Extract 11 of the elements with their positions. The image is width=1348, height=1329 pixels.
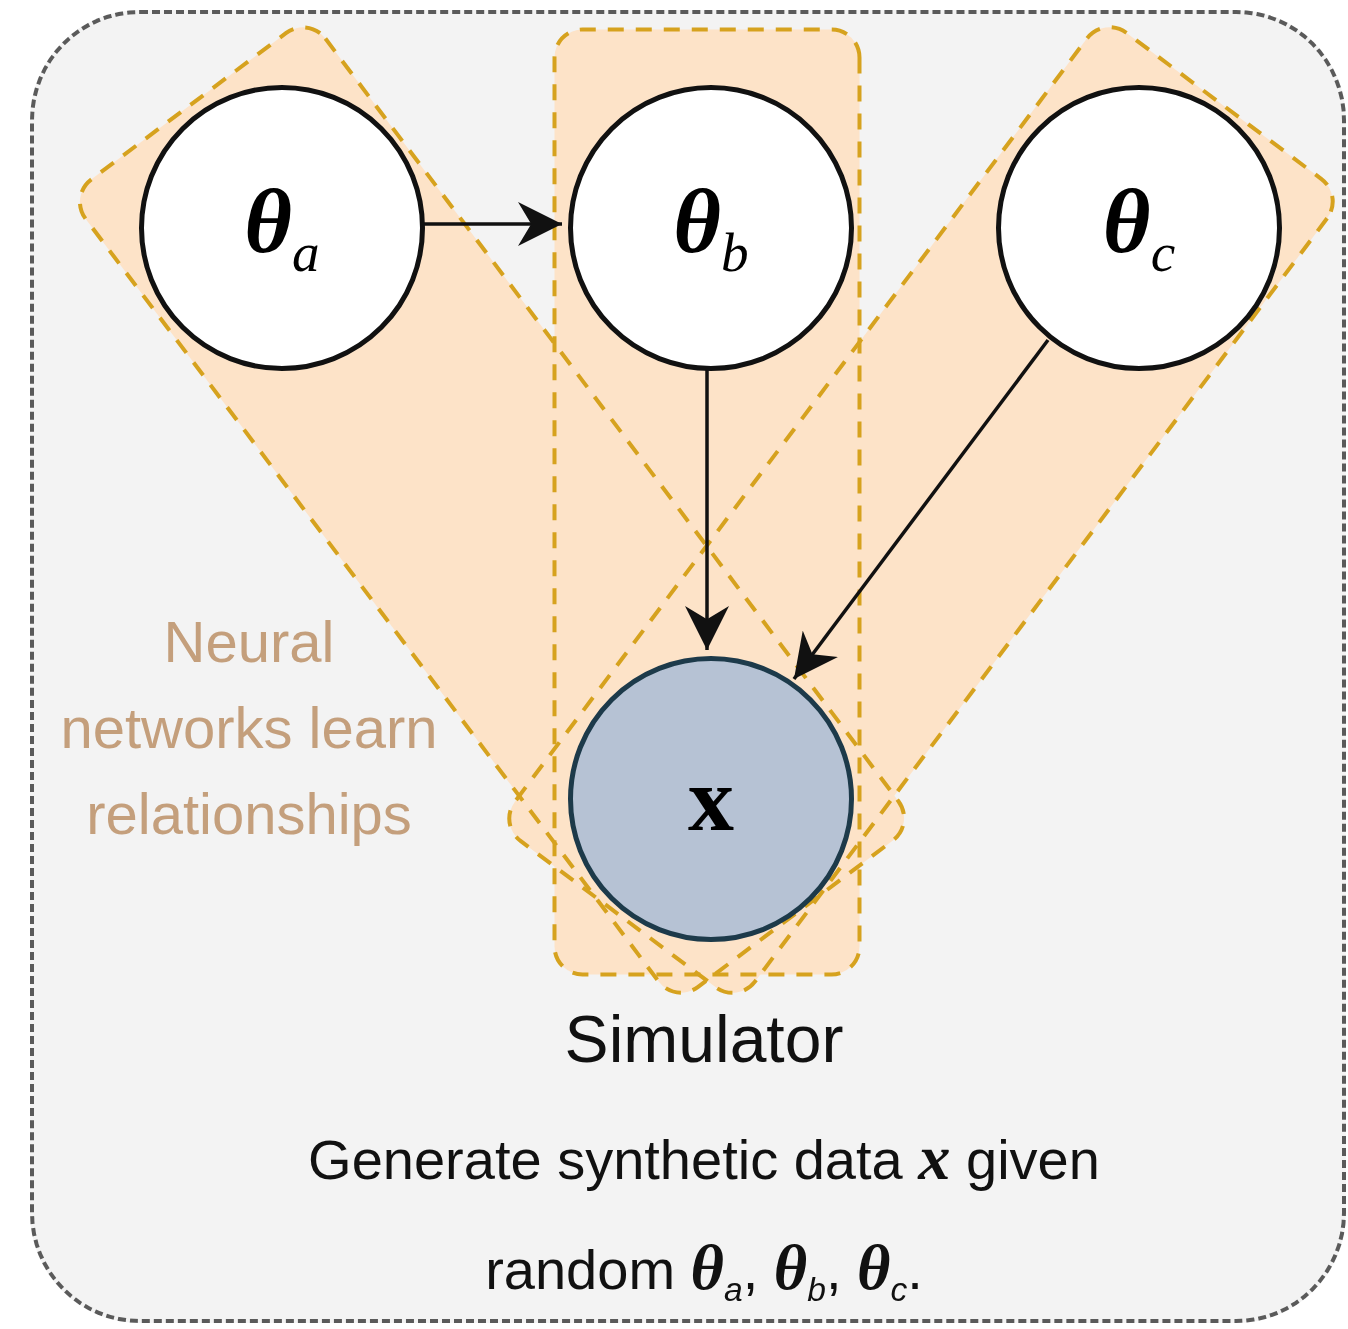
annotation-text: Neural networks learn relationships (59, 608, 439, 848)
description-text: Generate synthetic data x given random θ$_{a}$, θ$_{b}$, θ$_{c}$. (307, 1121, 1101, 1311)
arrow (685, 369, 729, 650)
simulator-heading: Simulator (563, 1001, 845, 1078)
arrow (423, 202, 562, 246)
variable-symbol: x (688, 753, 734, 845)
arrow (792, 338, 1050, 681)
variable-symbol: θ$_{a}$ (244, 175, 320, 281)
simulator-panel (30, 10, 1346, 1323)
variable-symbol: θ$_{c}$ (1102, 175, 1176, 281)
variable-symbol: θ$_{b}$ (673, 175, 749, 281)
